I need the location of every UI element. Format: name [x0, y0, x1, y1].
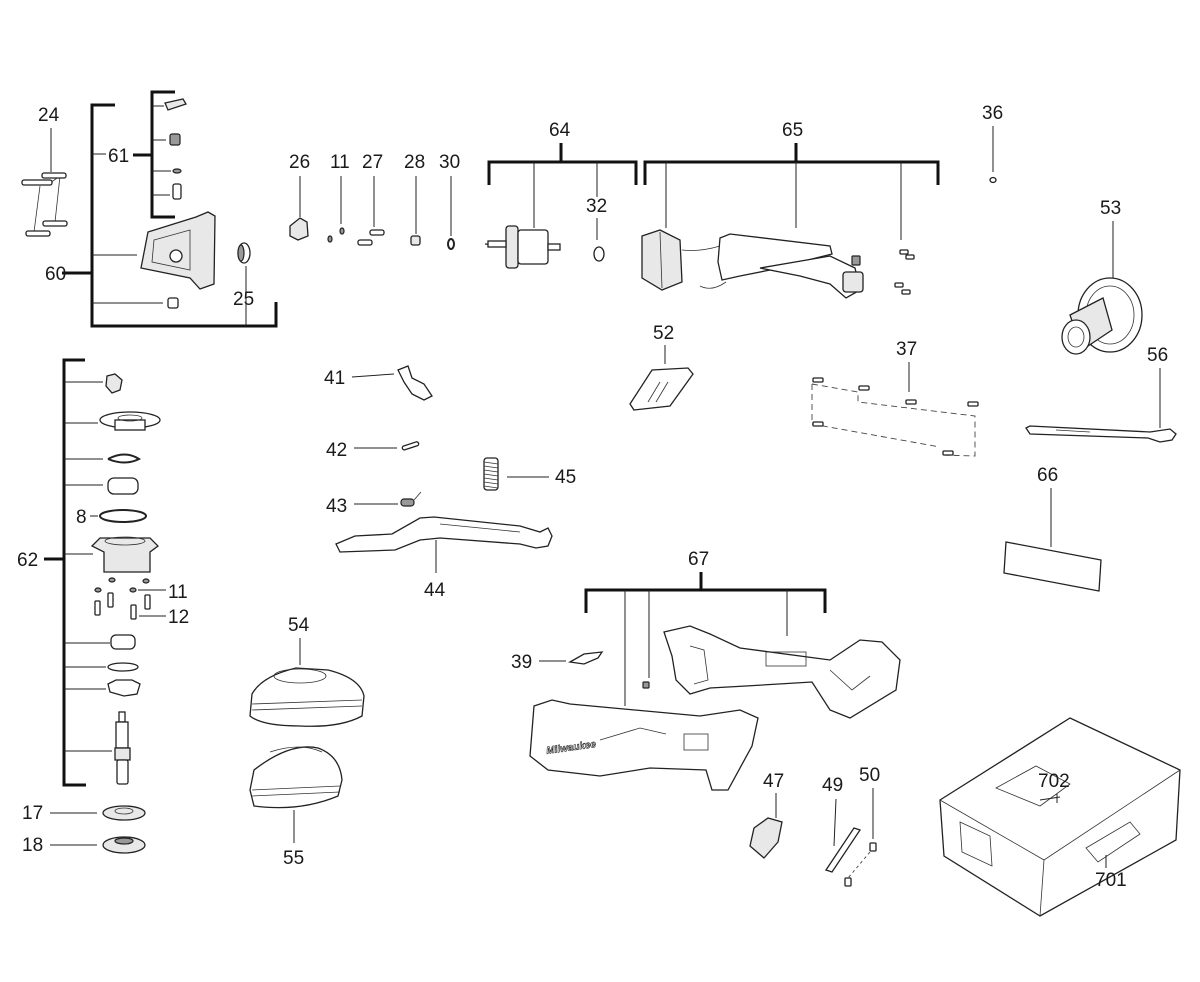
callout-65: 65	[782, 120, 803, 141]
bracket-62: 62	[17, 358, 112, 787]
callout-12: 12	[168, 607, 189, 628]
part-24-screw-set[interactable]: 24	[21, 105, 68, 237]
part-28-nut[interactable]: 28	[404, 152, 425, 246]
callout-49: 49	[822, 775, 843, 796]
callout-702: 702	[1038, 771, 1070, 792]
part-43-torsion-spring[interactable]: 43	[326, 491, 422, 517]
part-52-switch-cover[interactable]: 52	[629, 323, 694, 411]
part-702-case-insert[interactable]: 702	[1038, 771, 1070, 803]
callout-52: 52	[653, 323, 674, 344]
part-30-o-ring[interactable]: 30	[439, 152, 460, 250]
callout-27: 27	[362, 152, 383, 173]
callout-47: 47	[763, 771, 784, 792]
part-27-screw[interactable]: 27	[357, 152, 385, 246]
callout-50: 50	[859, 765, 880, 786]
bracket-60: 60	[45, 103, 278, 328]
part-36-clip[interactable]: 36	[982, 103, 1003, 184]
callout-701: 701	[1095, 870, 1127, 891]
bracket-65: 65	[643, 120, 940, 240]
part-18-outer-flange[interactable]: 18	[22, 835, 146, 856]
callout-62: 62	[17, 550, 38, 571]
part-53-side-handle[interactable]: 53	[1061, 198, 1143, 355]
part-64-armature[interactable]	[484, 225, 561, 269]
part-55-cut-off-guard[interactable]: 55	[249, 746, 343, 869]
callout-56: 56	[1147, 345, 1168, 366]
part-26-cap[interactable]: 26	[289, 152, 310, 241]
callout-18: 18	[22, 835, 43, 856]
callout-53: 53	[1100, 198, 1121, 219]
part-32-bearing[interactable]: 32	[586, 196, 607, 262]
part-66-label[interactable]: 66	[1003, 465, 1102, 592]
part-25-bearing[interactable]: 25	[233, 242, 254, 310]
part-56-spanner-wrench[interactable]: 56	[1025, 345, 1177, 443]
callout-41: 41	[324, 368, 345, 389]
callout-37: 37	[896, 339, 917, 360]
callout-43: 43	[326, 496, 347, 517]
callout-8: 8	[76, 507, 87, 528]
callout-32: 32	[586, 196, 607, 217]
part-42-pin[interactable]: 42	[326, 440, 420, 461]
callout-45: 45	[555, 467, 576, 488]
part-17-inner-flange[interactable]: 17	[22, 803, 146, 824]
part-45-spring[interactable]: 45	[483, 457, 576, 491]
part-11-washer[interactable]: 11	[327, 152, 350, 243]
callout-25: 25	[233, 289, 254, 310]
part-67-housing-set[interactable]: Milwaukee	[529, 625, 901, 791]
part-44-paddle-switch[interactable]: 44	[335, 516, 553, 601]
callout-39: 39	[511, 652, 532, 673]
callout-36: 36	[982, 103, 1003, 124]
part-37-screw-set[interactable]: 37	[811, 339, 979, 457]
callout-11-top: 11	[330, 152, 350, 173]
callout-64: 64	[549, 120, 571, 141]
part-49-strip[interactable]: 49	[822, 775, 862, 873]
part-61-spindle-lock[interactable]	[164, 98, 187, 200]
callout-66: 66	[1037, 465, 1058, 486]
callout-28: 28	[404, 152, 425, 173]
callout-60: 60	[45, 264, 66, 285]
bracket-64: 64	[487, 120, 638, 228]
callout-11: 11	[168, 582, 188, 603]
callout-44: 44	[424, 580, 446, 601]
part-47-battery-latch[interactable]: 47	[749, 771, 784, 859]
part-62-spindle-parts[interactable]: 8 11 12	[76, 373, 189, 785]
callout-17: 17	[22, 803, 43, 824]
callout-26: 26	[289, 152, 310, 173]
part-60-gear-housing[interactable]	[140, 211, 216, 309]
callout-54: 54	[288, 615, 310, 636]
callout-42: 42	[326, 440, 347, 461]
callout-30: 30	[439, 152, 460, 173]
part-54-guard[interactable]: 54	[249, 615, 365, 727]
part-41-lock-lever[interactable]: 41	[324, 365, 433, 401]
part-39-nameplate[interactable]: 39	[511, 651, 604, 673]
part-50-screw[interactable]: 50	[844, 765, 880, 887]
bracket-67: 67	[584, 549, 827, 706]
callout-67: 67	[688, 549, 709, 570]
bracket-61: 61	[108, 90, 175, 219]
part-701-carrying-case[interactable]: 701	[939, 717, 1181, 917]
callout-61: 61	[108, 146, 129, 167]
part-65-stator-electronics[interactable]	[641, 229, 915, 299]
callout-24: 24	[38, 105, 60, 126]
callout-55: 55	[283, 848, 304, 869]
